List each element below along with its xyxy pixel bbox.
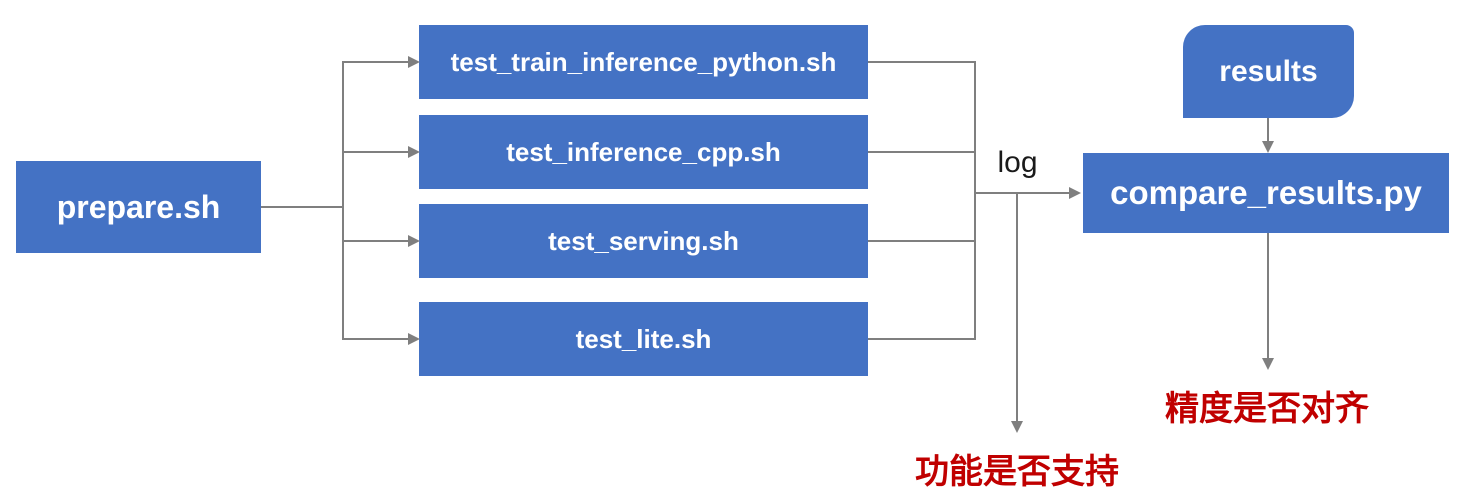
arrowhead-into-compare (1069, 187, 1081, 199)
test-serving-node: test_serving.sh (419, 204, 868, 278)
test-node-label: test_inference_cpp.sh (506, 136, 781, 167)
test-lite-node: test_lite.sh (419, 302, 868, 376)
log-label: log (997, 146, 1038, 179)
connector-test-2-out (868, 151, 974, 153)
arrowhead-into-test-2 (408, 146, 420, 158)
prepare-label: prepare.sh (56, 188, 221, 225)
connector-log-collector (974, 61, 976, 340)
test-train-inference-python-node: test_train_inference_python.sh (419, 25, 868, 99)
arrowhead-function-outcome (1011, 421, 1023, 433)
arrowhead-results-to-compare (1262, 141, 1274, 153)
connector-test-1-out (868, 61, 974, 63)
test-node-label: test_train_inference_python.sh (450, 46, 837, 77)
arrowhead-into-test-4 (408, 333, 420, 345)
connector-branch-1 (343, 61, 410, 63)
prepare-node: prepare.sh (16, 161, 261, 253)
connector-branch-4 (343, 338, 410, 340)
test-inference-cpp-node: test_inference_cpp.sh (419, 115, 868, 189)
connector-branch-trunk (342, 61, 344, 340)
test-node-label: test_serving.sh (548, 225, 739, 256)
connector-prepare-out (261, 206, 343, 208)
compare-results-node: compare_results.py (1083, 153, 1449, 233)
connector-test-3-out (868, 240, 974, 242)
arrowhead-into-test-1 (408, 56, 420, 68)
connector-to-function-outcome (1016, 193, 1018, 421)
arrowhead-into-test-3 (408, 235, 420, 247)
compare-results-label: compare_results.py (1110, 174, 1422, 211)
connector-to-precision-outcome (1267, 233, 1269, 359)
test-node-label: test_lite.sh (575, 323, 712, 354)
arrowhead-precision-outcome (1262, 358, 1274, 370)
results-node: results (1183, 25, 1354, 118)
function-support-label: 功能是否支持 (915, 453, 1119, 491)
precision-align-label: 精度是否对齐 (1165, 390, 1369, 428)
results-label: results (1219, 54, 1318, 88)
connector-log-to-compare (975, 192, 1071, 194)
connector-branch-2 (343, 151, 410, 153)
connector-results-to-compare (1267, 118, 1269, 142)
connector-branch-3 (343, 240, 410, 242)
connector-test-4-out (868, 338, 974, 340)
